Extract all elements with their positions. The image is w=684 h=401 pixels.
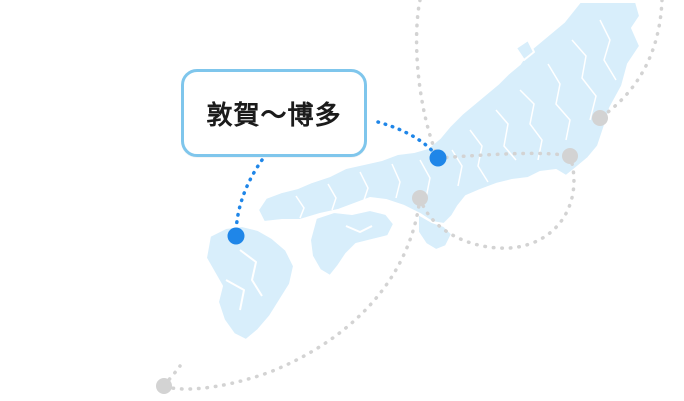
inactive-stop-dot <box>592 110 608 126</box>
inactive-stop-dot <box>412 190 428 206</box>
inactive-stop-dot <box>562 148 578 164</box>
route-label-text: 敦賀〜博多 <box>206 100 342 131</box>
honshu-landmass <box>257 1 641 251</box>
active-route <box>234 120 440 238</box>
shikoku-landmass <box>309 209 395 277</box>
route-label-box: 敦賀〜博多 <box>181 69 367 157</box>
hakata-stop-dot[interactable] <box>227 227 245 245</box>
tsuruga-stop-dot[interactable] <box>429 149 447 167</box>
inactive-routes <box>162 0 664 391</box>
kyushu-landmass <box>205 225 295 341</box>
inactive-stop-dot <box>156 378 172 394</box>
